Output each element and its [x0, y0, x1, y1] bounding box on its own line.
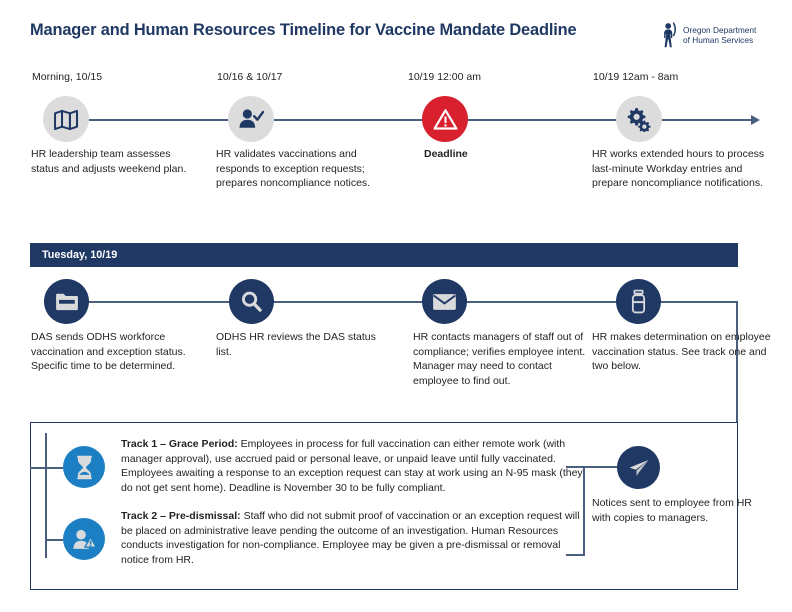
timeline-top-axis [85, 119, 753, 121]
track-1-body: Employees in process for full vaccinatio… [121, 438, 583, 494]
folder-icon [44, 279, 89, 324]
paper-plane-icon [617, 446, 660, 489]
track-2-stub [45, 539, 63, 541]
vaccine-vial-icon [616, 279, 661, 324]
person-figure-icon [661, 22, 679, 48]
page-title: Manager and Human Resources Timeline for… [30, 21, 577, 39]
user-check-icon [228, 96, 274, 142]
node-date: 10/19 12:00 am [408, 71, 481, 83]
outcome-text: Notices sent to employee from HR with co… [592, 497, 752, 524]
node-text: HR leadership team assesses status and a… [31, 148, 187, 175]
outcome-bracket-arm-bottom [566, 554, 584, 556]
node-date: Morning, 10/15 [32, 71, 103, 83]
odhs-logo: Oregon Department of Human Services [661, 22, 756, 48]
track-1-stub [45, 467, 63, 469]
tracks-panel: Track 1 – Grace Period: Employees in pro… [30, 422, 738, 590]
logo-line-1: Oregon Department [683, 24, 757, 35]
warning-triangle-icon [422, 96, 468, 142]
section-bar-label: Tuesday, 10/19 [42, 249, 118, 261]
timeline-top-arrowhead [751, 115, 760, 125]
gears-icon [616, 96, 662, 142]
logo-line-2: of Human Services [683, 35, 754, 45]
node-date: 10/16 & 10/17 [217, 71, 283, 83]
tracks-left-bracket-vertical [45, 433, 47, 558]
tracks-left-bracket-arm-1 [30, 467, 46, 469]
node-date: 10/19 12am - 8am [593, 71, 679, 83]
logo-text: Oregon Department of Human Services [683, 25, 756, 46]
track-2-body: Staff who did not submit proof of vaccin… [121, 510, 580, 566]
user-warning-icon [63, 518, 105, 560]
header: Manager and Human Resources Timeline for… [0, 0, 792, 62]
track-2-heading: Track 2 – Pre-dismissal: [121, 510, 241, 522]
envelope-icon [422, 279, 467, 324]
hourglass-icon [63, 446, 105, 488]
outcome-bracket-vertical [583, 466, 585, 556]
track-1-heading: Track 1 – Grace Period: [121, 438, 238, 450]
map-icon [43, 96, 89, 142]
track-2-text: Track 2 – Pre-dismissal: Staff who did n… [121, 509, 591, 567]
node-text: DAS sends ODHS workforce vaccination and… [31, 331, 186, 373]
timeline-bottom-axis [85, 301, 738, 303]
outcome-bracket-arm-top [566, 466, 584, 468]
node-text: HR works extended hours to process last-… [592, 148, 765, 190]
section-bar-tuesday: Tuesday, 10/19 [30, 243, 738, 267]
timeline-bottom-to-tracks-connector [736, 301, 738, 422]
node-text: HR makes determination on employee vacci… [592, 331, 771, 373]
node-text: HR validates vaccinations and responds t… [216, 148, 371, 190]
node-text: ODHS HR reviews the DAS status list. [216, 331, 376, 358]
track-1-text: Track 1 – Grace Period: Employees in pro… [121, 437, 591, 495]
search-icon [229, 279, 274, 324]
outcome-connector [583, 466, 619, 468]
node-text: Deadline [424, 148, 468, 160]
node-text: HR contacts managers of staff out of com… [413, 331, 586, 387]
